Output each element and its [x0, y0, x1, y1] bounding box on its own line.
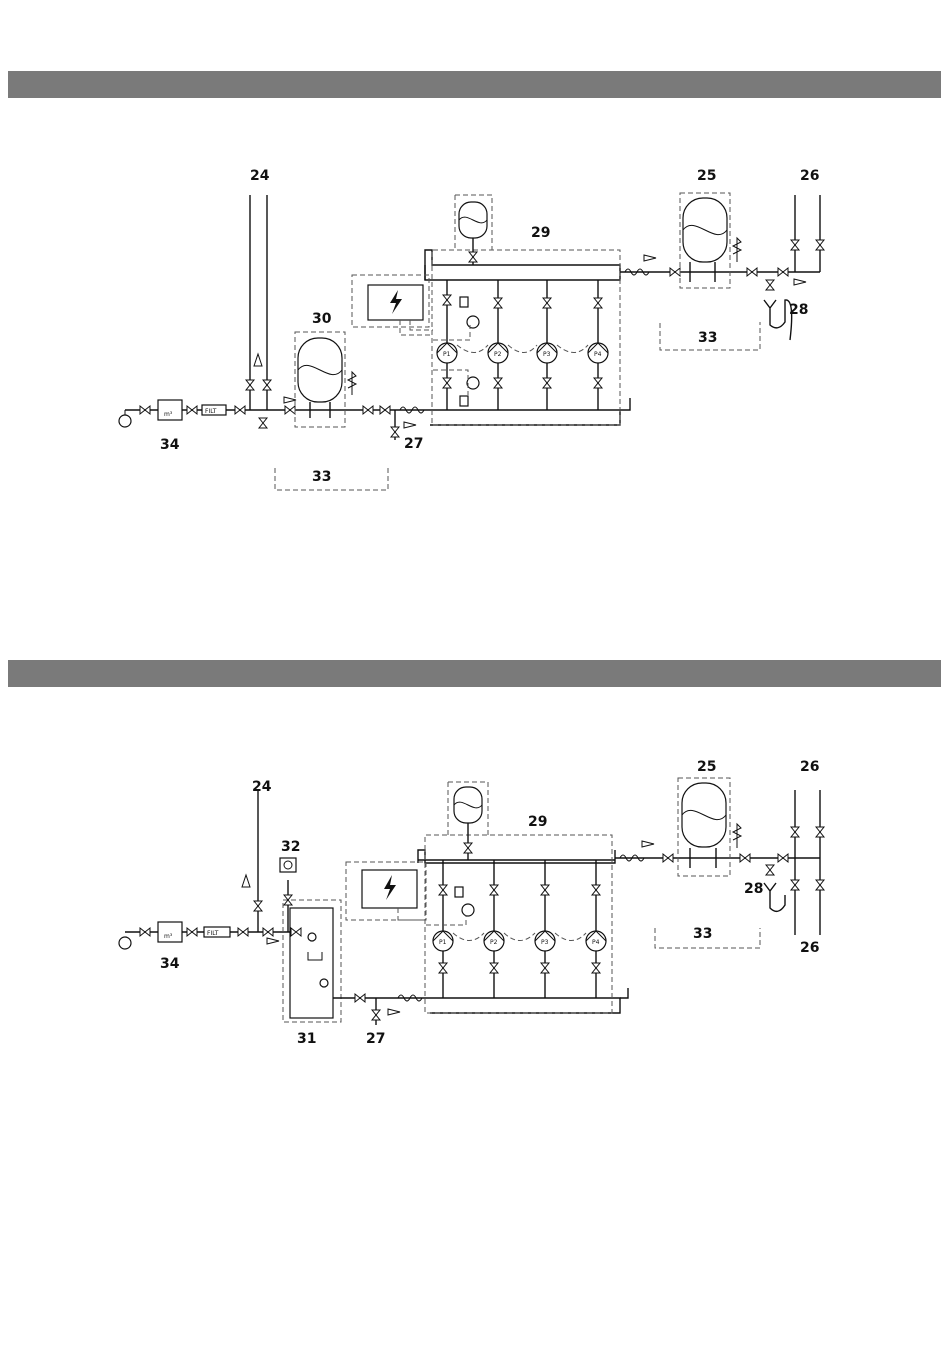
- pressure-vessel-icon: [459, 202, 487, 238]
- pump-label: P4: [592, 939, 600, 946]
- section-header-bar: [8, 71, 941, 98]
- label-25: 25: [697, 759, 716, 775]
- meter-unit: m³: [164, 411, 173, 418]
- discharge-manifold: [430, 410, 620, 425]
- pump-label: P1: [443, 351, 451, 358]
- pressure-gauge-icon: [462, 904, 474, 916]
- label-28: 28: [744, 881, 763, 897]
- piping-diagram-2: P1 P2 P3 P4 m³ FILT: [0, 745, 950, 1065]
- label-26: 26: [800, 940, 819, 956]
- pump-column-2: [484, 860, 504, 998]
- label-31: 31: [297, 1031, 316, 1047]
- pressure-gauge-icon: [467, 377, 479, 389]
- expansion-vessel-icon: [683, 198, 727, 262]
- pump-column-4: [588, 280, 608, 410]
- label-33: 33: [312, 469, 331, 485]
- pump-label: P3: [543, 351, 551, 358]
- drain-funnel-icon: [764, 300, 792, 340]
- pump-column-4: [586, 860, 606, 998]
- pump-column-3: [537, 280, 557, 410]
- booster-set-boundary: [425, 835, 612, 1013]
- label-34: 34: [160, 437, 180, 453]
- piping-diagram-1: P1 P2 P3 P4 m³ FILT: [0, 150, 950, 550]
- water-source-icon: [119, 415, 131, 427]
- pump-column-2: [488, 280, 508, 410]
- discharge-manifold: [430, 998, 620, 1013]
- pump-column-1: [433, 860, 453, 998]
- bypass-33-bottom: [275, 465, 388, 490]
- drain-funnel-icon: [764, 883, 785, 911]
- safety-valve-icon: [733, 238, 741, 262]
- water-source-icon: [119, 937, 131, 949]
- label-24: 24: [252, 779, 272, 795]
- break-tank-icon: [290, 908, 333, 1018]
- pump-label: P2: [490, 939, 498, 946]
- label-33: 33: [693, 926, 712, 942]
- pressure-vessel-icon: [454, 787, 482, 823]
- label-33: 33: [698, 330, 717, 346]
- pressure-sensor-icon: [460, 396, 468, 406]
- pump-column-3: [535, 860, 555, 998]
- safety-valve-icon: [733, 824, 741, 848]
- safety-valve-icon: [348, 372, 356, 395]
- level-controller-icon: [280, 858, 296, 872]
- label-24: 24: [250, 168, 270, 184]
- filter-label: FILT: [205, 408, 217, 415]
- label-26: 26: [800, 759, 819, 775]
- label-28: 28: [789, 302, 808, 318]
- pump-label: P1: [439, 939, 447, 946]
- pressure-sensor-icon: [455, 887, 463, 897]
- label-30: 30: [312, 311, 332, 327]
- pressure-gauge-icon: [467, 316, 479, 328]
- filter-label: FILT: [207, 930, 219, 937]
- label-27: 27: [404, 436, 423, 452]
- label-25: 25: [697, 168, 716, 184]
- pump-label: P3: [541, 939, 549, 946]
- expansion-vessel-icon: [298, 338, 342, 402]
- suction-manifold-top: [425, 250, 620, 280]
- label-29: 29: [528, 814, 547, 830]
- pump-label: P2: [494, 351, 502, 358]
- label-29: 29: [531, 225, 550, 241]
- expansion-vessel-icon: [682, 783, 726, 847]
- suction-manifold-top: [418, 850, 615, 863]
- label-32: 32: [281, 839, 300, 855]
- pump-label: P4: [594, 351, 602, 358]
- label-34: 34: [160, 956, 180, 972]
- pressure-sensor-icon: [460, 297, 468, 307]
- label-27: 27: [366, 1031, 385, 1047]
- label-26: 26: [800, 168, 819, 184]
- pump-column-1: [437, 280, 457, 410]
- section-header-bar: [8, 660, 941, 687]
- meter-unit: m³: [164, 933, 173, 940]
